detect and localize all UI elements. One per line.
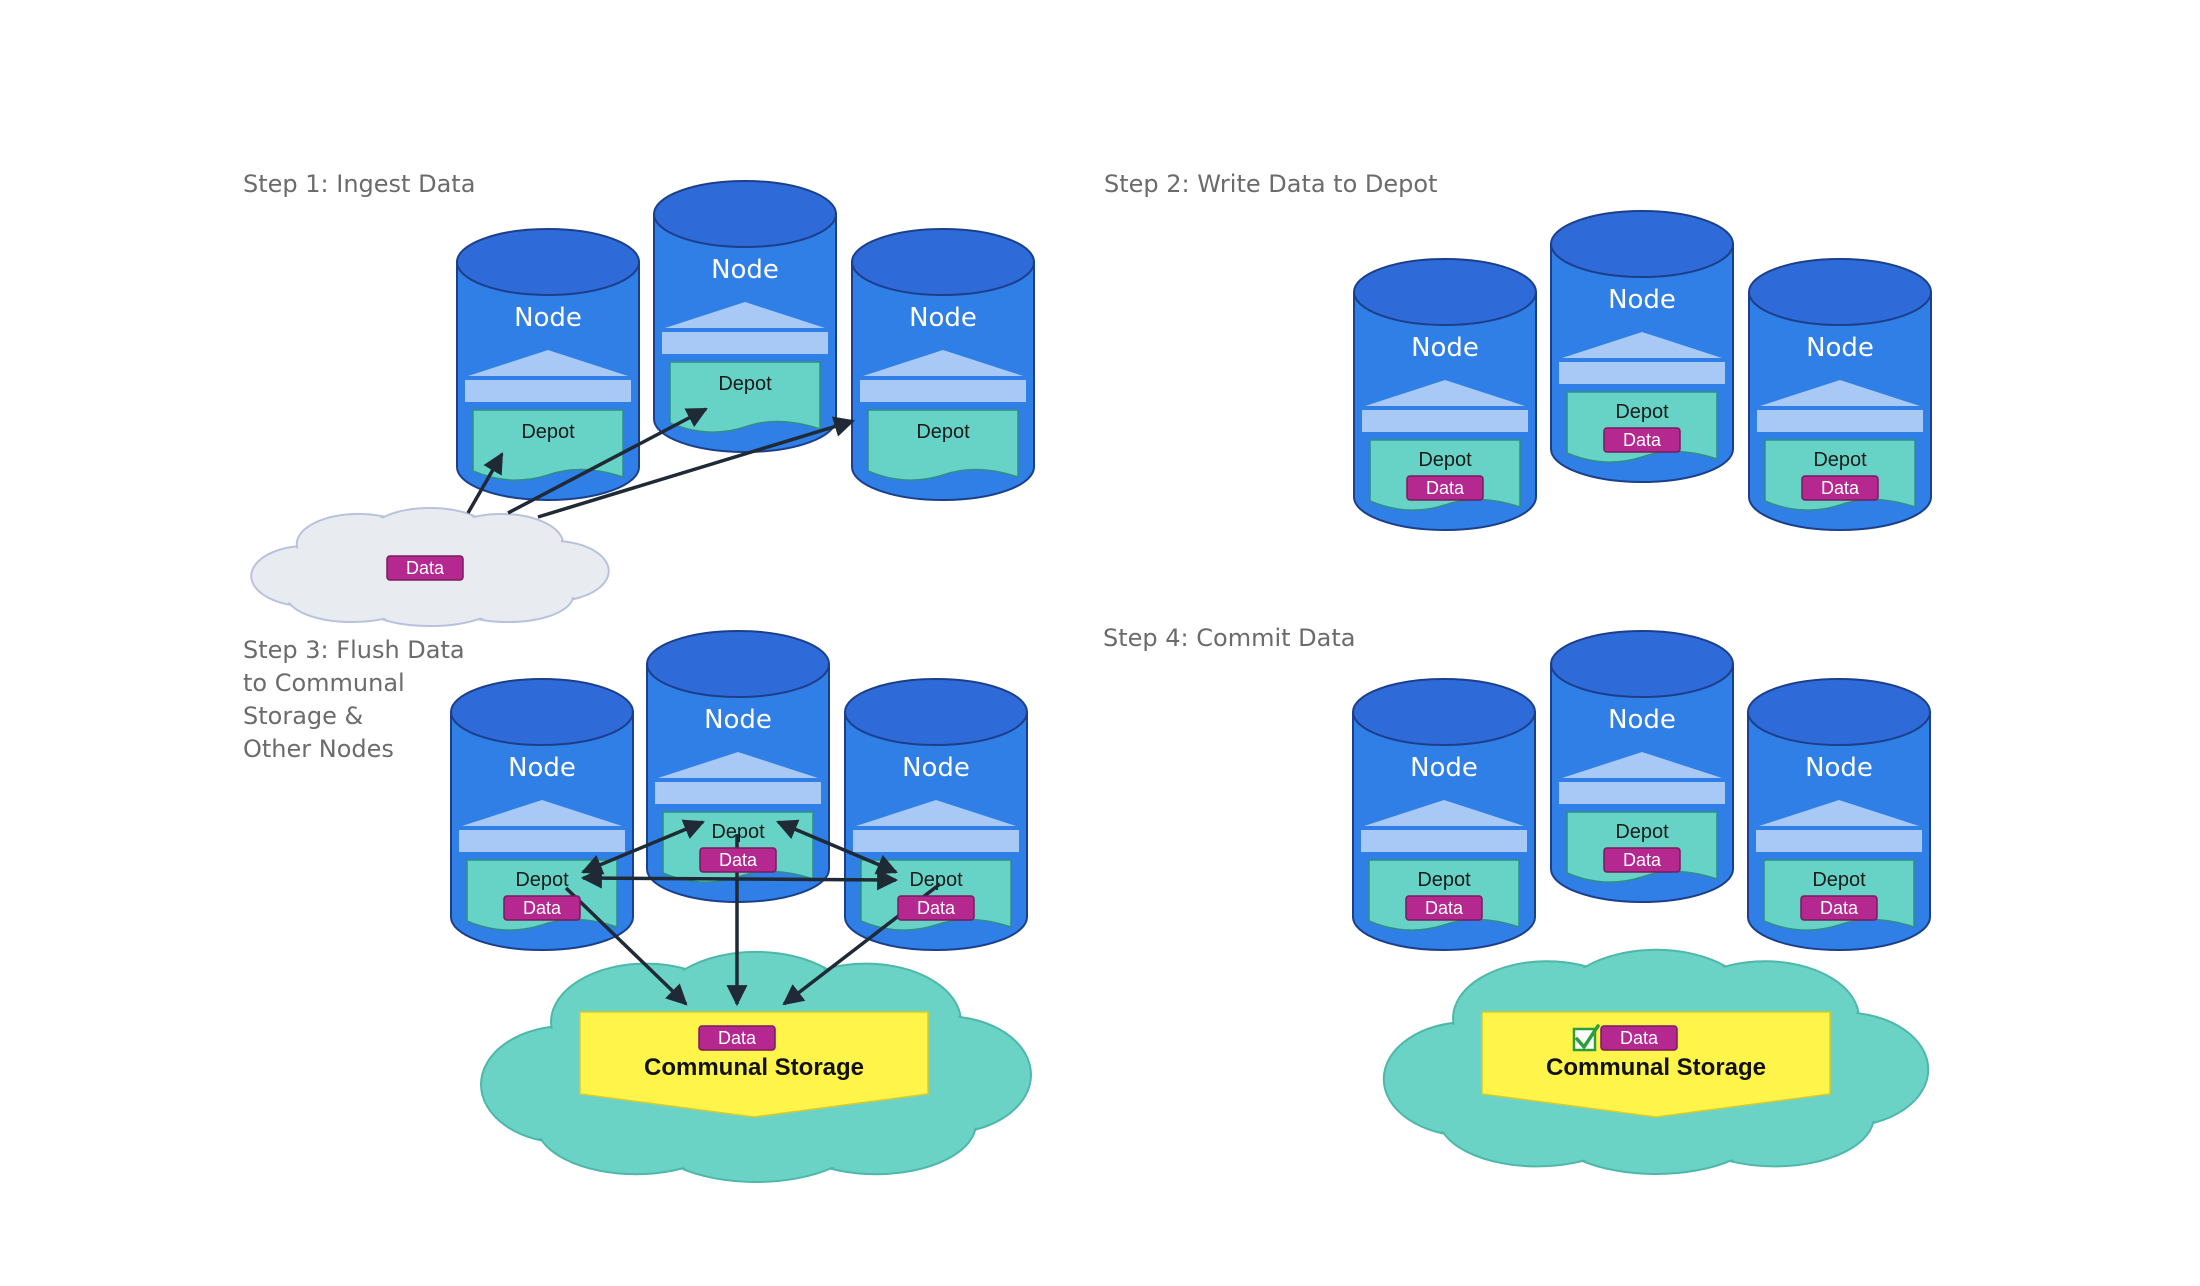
flow-arrow	[581, 819, 705, 875]
depot-label: Depot	[515, 869, 569, 891]
node-label: Node	[514, 303, 582, 333]
communal-storage-label: Communal Storage	[644, 1054, 864, 1081]
data-label: Data	[1620, 1028, 1659, 1048]
step2-title: Step 2: Write Data to Depot	[1104, 170, 1438, 198]
depot-label: Depot	[1812, 869, 1866, 891]
flow-arrow	[564, 886, 688, 1006]
depot-label: Depot	[1418, 449, 1472, 471]
node-label: Node	[508, 753, 576, 783]
communal-storage-step4: Communal Storage	[1481, 1011, 1831, 1118]
depot-data-badge: Data	[1405, 895, 1483, 921]
depot-label: Depot	[1615, 401, 1669, 423]
depot-data-badge: Data	[1801, 475, 1879, 501]
depot-label: Depot	[1813, 449, 1867, 471]
communal-storage-step3: Communal Storage	[579, 1011, 929, 1118]
node-label: Node	[902, 753, 970, 783]
checkbox-checked-icon	[1572, 1024, 1600, 1052]
storage-box	[1481, 1011, 1831, 1118]
step3-line-4: Other Nodes	[243, 735, 394, 763]
depot-data-badge: Data	[1800, 895, 1878, 921]
depot-data-badge: Data	[1406, 475, 1484, 501]
storage-box	[579, 1011, 929, 1118]
communal-storage-label: Communal Storage	[1546, 1054, 1766, 1081]
depot-label: Depot	[521, 421, 575, 443]
data-label: Data	[1623, 850, 1662, 870]
flow-arrow	[776, 819, 898, 875]
data-label: Data	[523, 898, 562, 918]
step3-line-1: Step 3: Flush Data	[243, 636, 465, 664]
flow-arrow	[537, 416, 856, 519]
flow-arrow	[466, 452, 504, 514]
flow-arrow	[507, 407, 708, 515]
node-label: Node	[909, 303, 977, 333]
depot-data-badge: Data	[1603, 847, 1681, 873]
data-label: Data	[1820, 898, 1859, 918]
flow-arrow	[580, 867, 899, 891]
step3-line-3: Storage &	[243, 702, 364, 730]
node-label: Node	[1608, 705, 1676, 735]
depot-data-badge: Data	[897, 895, 975, 921]
data-label: Data	[719, 850, 758, 870]
depot-label: Depot	[1615, 821, 1669, 843]
communal-data-badge: Data	[698, 1025, 776, 1051]
step3-title: Step 3: Flush Data to Communal Storage &…	[243, 634, 465, 766]
node-label: Node	[1805, 753, 1873, 783]
data-label: Data	[718, 1028, 757, 1048]
depot-data-badge: Data	[699, 847, 777, 873]
step4-title: Step 4: Commit Data	[1103, 624, 1356, 652]
node-label: Node	[711, 255, 779, 285]
node-label: Node	[1608, 285, 1676, 315]
depot-label: Depot	[909, 869, 963, 891]
node-label: Node	[1410, 753, 1478, 783]
node-label: Node	[1411, 333, 1479, 363]
depot-label: Depot	[718, 373, 772, 395]
step3-line-2: to Communal	[243, 669, 405, 697]
depot-label: Depot	[1417, 869, 1471, 891]
source-cloud	[250, 507, 610, 627]
depot-data-badge: Data	[503, 895, 581, 921]
data-label: Data	[1821, 478, 1860, 498]
data-label: Data	[1425, 898, 1464, 918]
depot-data-badge: Data	[1603, 427, 1681, 453]
node-label: Node	[704, 705, 772, 735]
depot-label: Depot	[916, 421, 970, 443]
communal-data-badge: Data	[1600, 1025, 1678, 1051]
arrows-layer	[466, 407, 942, 1007]
data-label: Data	[1426, 478, 1465, 498]
source-data-badge: Data	[386, 555, 464, 581]
data-label: Data	[406, 558, 445, 578]
depot-label: Depot	[711, 821, 765, 843]
step1-title: Step 1: Ingest Data	[243, 170, 476, 198]
data-label: Data	[1623, 430, 1662, 450]
data-label: Data	[917, 898, 956, 918]
node-label: Node	[1806, 333, 1874, 363]
